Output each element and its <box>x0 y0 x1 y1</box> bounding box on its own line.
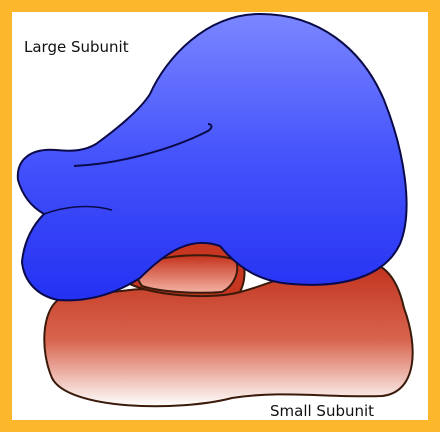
small-subunit-label: Small Subunit <box>270 402 374 420</box>
large-subunit-label: Large Subunit <box>24 38 129 56</box>
